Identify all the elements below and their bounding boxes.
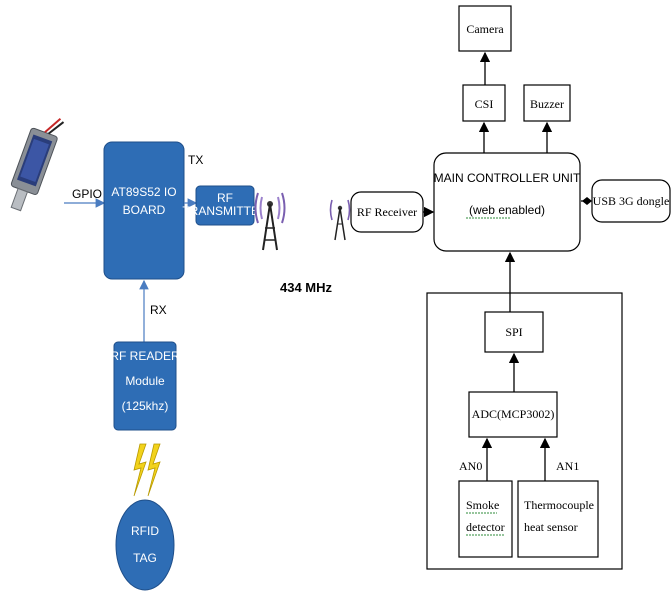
smoke-detector-line2: detector [466, 520, 505, 534]
main-controller-line2: (web enabled) [469, 203, 545, 217]
rf-transmitter-line1: RF [217, 191, 233, 205]
an1-label: AN1 [556, 459, 579, 473]
main-controller-line1: MAIN CONTROLLER UNIT [434, 171, 581, 185]
an0-label: AN0 [459, 459, 482, 473]
board-label-line1: AT89S52 IO [111, 185, 176, 199]
adc-label: ADC(MCP3002) [472, 407, 555, 421]
thermocouple-box [517, 480, 599, 558]
rf-transmitter-line2: TRANSMITTER [182, 204, 268, 218]
tx-label: TX [188, 153, 203, 167]
rx-label: RX [150, 303, 167, 317]
at89s52-io-board [103, 141, 185, 280]
frequency-label: 434 MHz [280, 280, 333, 295]
rfid-tag-line2: TAG [133, 551, 157, 565]
transmit-antenna-icon [254, 192, 286, 251]
spi-box [484, 311, 544, 353]
csi-box [462, 84, 506, 122]
rf-reader-line1: RF READER [110, 349, 180, 363]
camera-box [458, 5, 512, 52]
rf-reader-line3: (125khz) [122, 399, 169, 413]
smoke-detector-box [458, 480, 513, 558]
main-controller-unit [433, 152, 581, 252]
gpio-label: GPIO [72, 187, 102, 201]
rf-reader-module [113, 341, 177, 431]
thermocouple-line1: Thermocouple [524, 498, 594, 512]
rfid-tag [115, 499, 175, 591]
usb-3g-dongle-label: USB 3G dongle [593, 194, 670, 208]
thermocouple-line2: heat sensor [524, 520, 578, 534]
spi-label: SPI [505, 325, 522, 339]
rfid-tag-line1: RFID [131, 524, 159, 538]
buzzer-box [523, 84, 571, 122]
rf-receiver-label: RF Receiver [357, 205, 417, 219]
bidirectional-diamond-icon [582, 197, 592, 205]
rf-reader-line2: Module [125, 374, 165, 388]
solenoid-lock-icon [10, 118, 65, 212]
buzzer-label: Buzzer [530, 97, 564, 111]
receive-antenna-icon [329, 199, 351, 241]
camera-label: Camera [466, 22, 504, 36]
board-label-line2: BOARD [123, 203, 166, 217]
smoke-detector-line1: Smoke [466, 498, 499, 512]
csi-label: CSI [475, 97, 494, 111]
sensor-subsystem-frame [426, 292, 623, 570]
rf-transmitter [195, 185, 255, 226]
adc-box [468, 391, 558, 438]
wireless-lightning-icon [133, 443, 161, 497]
